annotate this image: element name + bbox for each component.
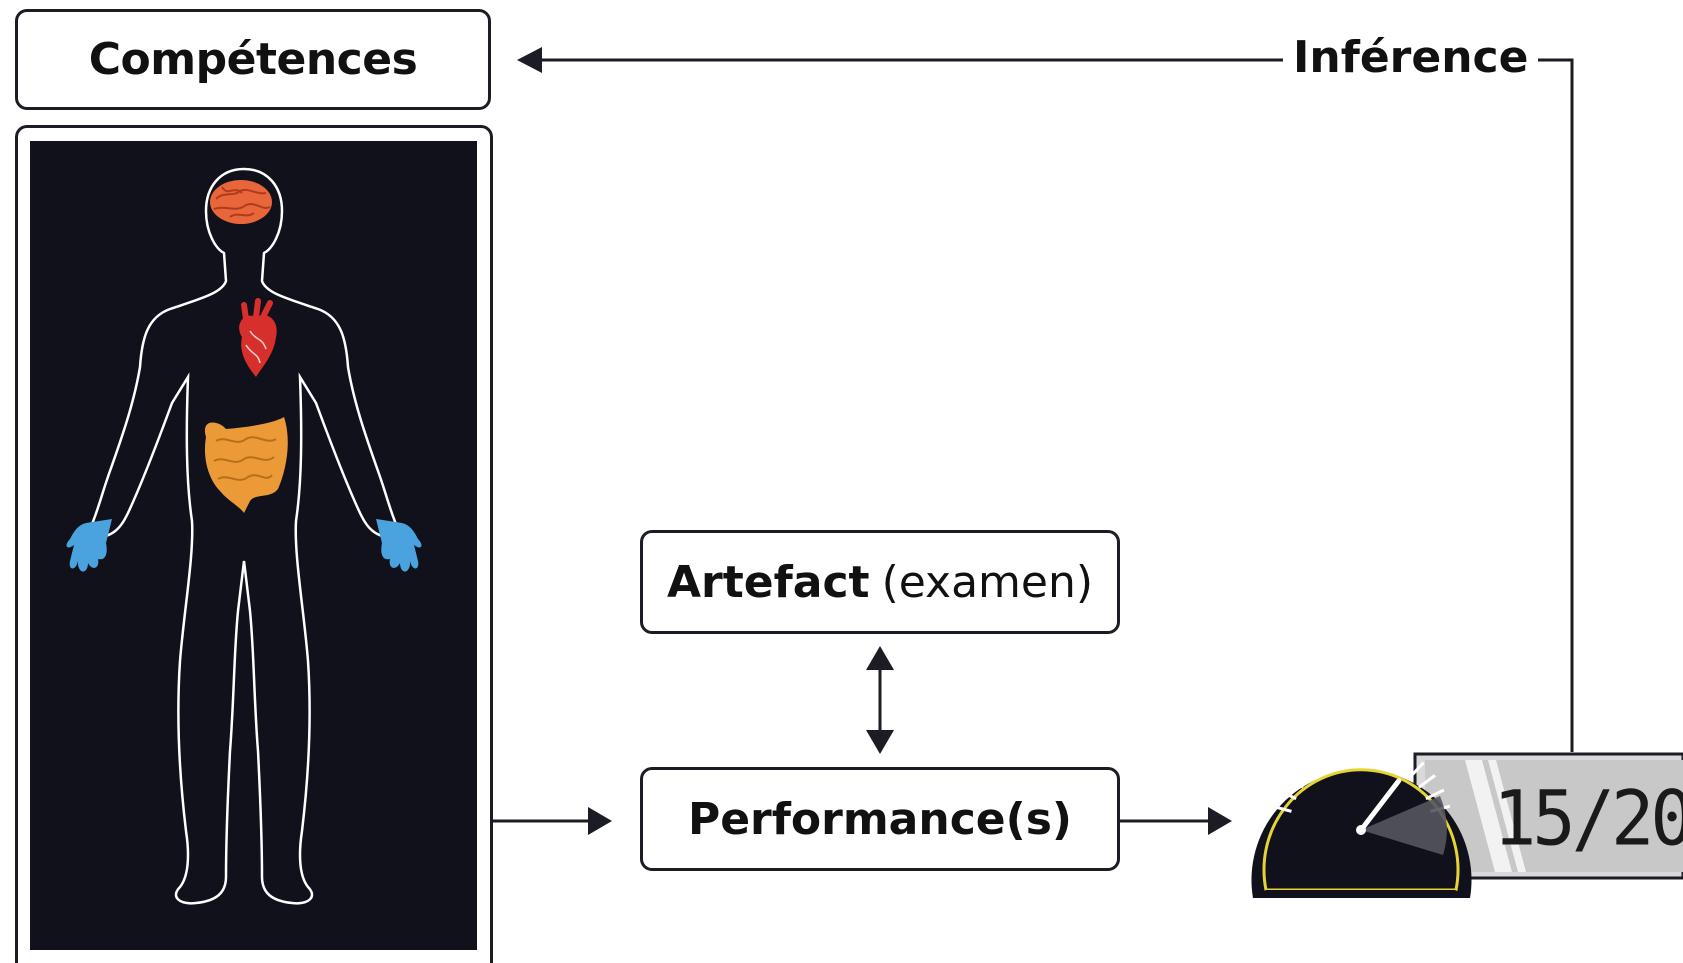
artefact-label: Artefact xyxy=(666,556,870,608)
performance-box: Performance(s) xyxy=(640,767,1120,871)
gauge-tick xyxy=(1408,761,1425,779)
gauge-tick xyxy=(1342,739,1350,760)
body-outline xyxy=(84,167,404,905)
gauge-tick xyxy=(1385,743,1397,764)
heart-icon xyxy=(239,298,277,377)
inference-arrowhead xyxy=(517,47,542,73)
performance-label: Performance(s) xyxy=(687,793,1073,845)
brain-icon xyxy=(210,180,272,224)
gauge-tick xyxy=(1372,739,1380,760)
gauge-tick xyxy=(1418,774,1436,789)
hand-icon xyxy=(66,519,112,572)
gauge-tick xyxy=(1398,751,1412,770)
body-figure-panel xyxy=(30,141,477,950)
gauge-tick xyxy=(1425,788,1445,801)
competences-box: Compétences xyxy=(15,9,491,110)
gauge-tick xyxy=(1325,743,1337,764)
gauge-tick xyxy=(1310,751,1324,770)
hand-icon xyxy=(376,519,422,572)
gauge-tick xyxy=(1277,788,1297,801)
artefact-sublabel: (examen) xyxy=(881,556,1094,608)
gauge-tick xyxy=(1271,804,1292,813)
artefact-box: Artefact (examen) xyxy=(640,530,1120,634)
human-body-illustration xyxy=(66,167,422,905)
gauge-needle xyxy=(1358,778,1402,833)
competences-label: Compétences xyxy=(88,34,418,85)
gauge-tick xyxy=(1297,761,1314,779)
inference-label: Inférence xyxy=(1283,28,1539,88)
gauge-tick xyxy=(1286,774,1304,789)
score-readout: 15/20 xyxy=(1493,773,1683,863)
score-gauge xyxy=(1251,738,1683,898)
inference-arrow xyxy=(520,58,1574,752)
intestine-icon xyxy=(204,417,288,513)
